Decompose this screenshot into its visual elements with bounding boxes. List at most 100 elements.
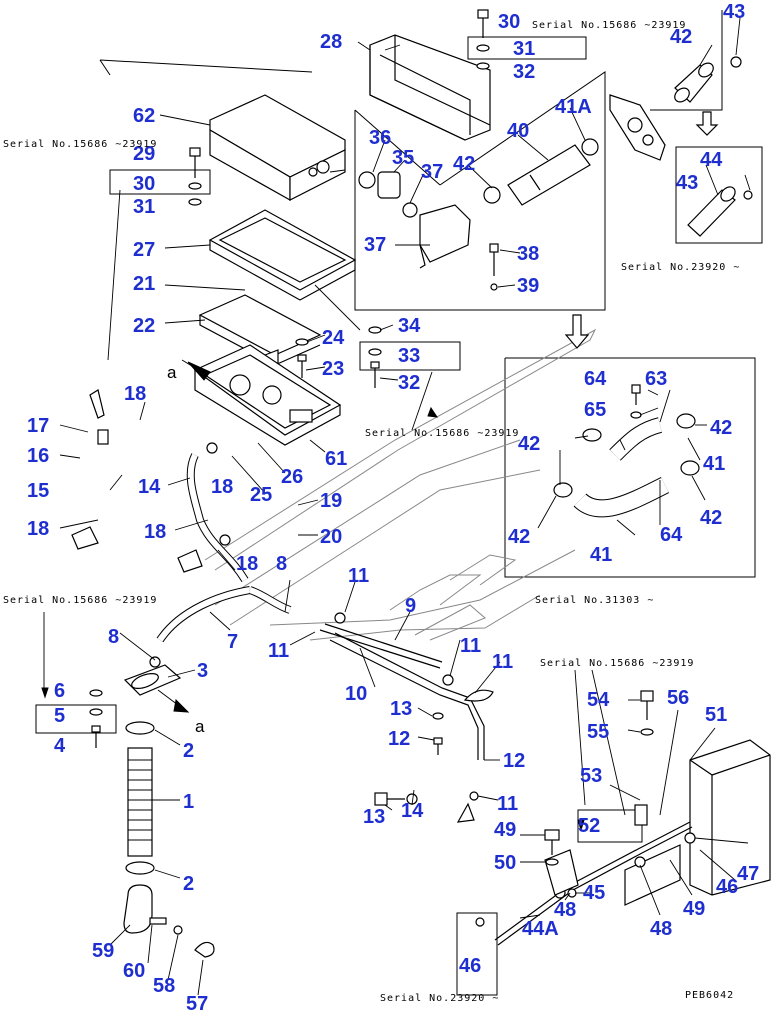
callout-45: 44A <box>522 918 559 940</box>
view-marker-a: a <box>167 363 177 382</box>
serial-note: Serial No.15686 ~23919 <box>3 595 157 606</box>
serial-note: Serial No.15686 ~23919 <box>3 139 157 150</box>
callout-11: 11 <box>348 565 369 587</box>
arrows <box>41 111 719 832</box>
callout-18: 18 <box>27 518 49 540</box>
callout-42: 41A <box>555 96 592 118</box>
callout-52: 51 <box>705 704 727 726</box>
callout-54: 53 <box>580 765 602 787</box>
callout-41A: 41 <box>590 544 612 566</box>
bolt-39 <box>489 243 499 291</box>
callout-8: 8 <box>276 553 287 575</box>
callout-57: 56 <box>667 687 689 709</box>
view-marker-a: a <box>195 717 205 736</box>
callout-18: 18 <box>236 553 258 575</box>
pipe-7 <box>156 586 292 643</box>
element-44A <box>687 186 753 237</box>
callout-5: 5 <box>54 705 65 727</box>
callout-27: 26 <box>281 466 303 488</box>
callout-11: 11 <box>268 640 289 662</box>
hose-15-19 <box>186 442 249 583</box>
callout-48: 47 <box>737 863 759 885</box>
callout-13: 12 <box>388 728 410 750</box>
callout-18: 17 <box>27 415 49 437</box>
callout-22: 21 <box>133 273 155 295</box>
callout-19: 18 <box>144 521 166 543</box>
callout-38: 37 <box>364 234 386 256</box>
callout-17: 16 <box>27 445 49 467</box>
serial-note: Serial No.15686 ~23919 <box>540 658 694 669</box>
callout-62: 61 <box>325 448 347 470</box>
guard-52 <box>689 739 771 896</box>
callout-10: 10 <box>345 683 367 705</box>
callout-42: 42 <box>518 433 540 455</box>
bolt-4 <box>89 689 103 748</box>
callout-7: 7 <box>227 631 238 653</box>
callout-1: 1 <box>183 791 194 813</box>
callout-21: 20 <box>320 526 342 548</box>
callout-9: 9 <box>405 595 416 617</box>
serial-note: Serial No.15686 ~23919 <box>532 20 686 31</box>
pin-46 <box>475 888 577 927</box>
bracket-plate <box>609 94 666 161</box>
callout-34: 33 <box>398 345 420 367</box>
callout-32: 31 <box>133 196 155 218</box>
air-cleaner-variant-box <box>675 146 763 244</box>
coupling-36-37 <box>358 171 418 218</box>
callout-44: 43 <box>723 1 745 23</box>
callout-16: 15 <box>27 480 49 502</box>
callout-59: 58 <box>153 975 175 997</box>
callout-43: 43 <box>676 172 698 194</box>
callout-13: 13 <box>363 806 385 828</box>
callout-46: 46 <box>459 955 481 977</box>
callout-31: 31 <box>513 38 535 60</box>
callout-42: 42 <box>700 507 722 529</box>
tank-62 <box>193 344 342 446</box>
callout-2: 2 <box>183 740 194 762</box>
callout-64: 63 <box>645 368 667 390</box>
callout-32: 32 <box>513 61 535 83</box>
callout-4: 4 <box>54 735 66 757</box>
callout-61: 60 <box>123 960 145 982</box>
upper-assembly-frame <box>354 71 606 311</box>
callout-24: 23 <box>322 358 344 380</box>
bracket-38 <box>419 204 471 269</box>
callout-26: 25 <box>250 484 272 506</box>
callout-55: 54 <box>587 689 610 711</box>
pipe-9-10 <box>319 612 494 823</box>
callout-18: 18 <box>124 383 146 405</box>
tray-28 <box>208 209 357 301</box>
callout-65: 64 <box>584 368 607 390</box>
callout-49: 48 <box>554 899 576 921</box>
callout-47: 46 <box>716 876 738 898</box>
callout-18: 18 <box>211 476 233 498</box>
callout-3: 3 <box>197 660 208 682</box>
callout-30: 30 <box>498 11 520 33</box>
callout-35: 34 <box>398 315 421 337</box>
routing-outlines <box>204 328 597 641</box>
callout-46: 45 <box>583 882 605 904</box>
bracket-frame-29 <box>369 34 491 141</box>
callout-25: 24 <box>322 327 345 349</box>
tube-43 <box>674 56 742 103</box>
callout-43: 42 <box>670 26 692 48</box>
callout-20: 19 <box>320 490 342 512</box>
frames <box>35 10 763 996</box>
serial-note: Serial No.31303 ~ <box>535 595 654 606</box>
callout-41: 40 <box>507 120 529 142</box>
callout-40: 39 <box>517 275 539 297</box>
bolt-13 <box>374 712 444 806</box>
callout-39: 38 <box>517 243 539 265</box>
callout-53: 52 <box>578 815 600 837</box>
callout-14: 13 <box>390 698 412 720</box>
callout-11: 11 <box>460 635 481 657</box>
callout-14: 14 <box>401 800 424 822</box>
bolt-24 <box>295 338 309 378</box>
callout-31: 30 <box>133 173 155 195</box>
callout-49: 49 <box>683 898 705 920</box>
callout-33: 32 <box>398 372 420 394</box>
callout-44A: 44 <box>700 149 723 171</box>
callout-12: 11 <box>492 651 513 673</box>
callout-29: 28 <box>320 31 342 53</box>
hose-variant-frame <box>504 357 756 578</box>
